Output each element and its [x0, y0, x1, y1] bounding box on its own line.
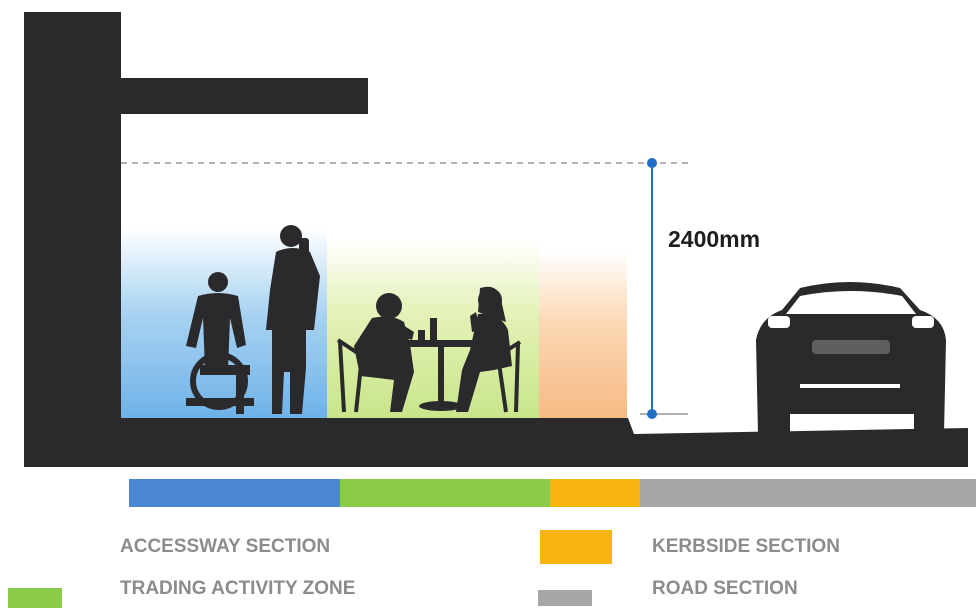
footpath-and-road	[24, 418, 968, 467]
seated-woman-icon	[456, 286, 512, 412]
legend-label-trading: TRADING ACTIVITY ZONE	[120, 578, 356, 599]
legend-label-road: ROAD SECTION	[652, 578, 798, 599]
legend-swatch-trading	[8, 588, 62, 608]
seated-man-icon	[354, 293, 414, 412]
kerbside-section-bar	[550, 479, 640, 507]
trading-zone-bar	[340, 479, 550, 507]
building-structure	[24, 12, 368, 467]
legend-label-accessway: ACCESSWAY SECTION	[120, 536, 331, 557]
kerbside-zone	[539, 250, 627, 418]
pedestrian-on-phone-icon	[266, 225, 320, 414]
legend-swatch-road	[538, 590, 592, 606]
road-section-bar	[640, 479, 976, 507]
height-dimension-label: 2400mm	[668, 226, 761, 252]
accessway-section-bar	[129, 479, 340, 507]
car-icon	[756, 282, 946, 434]
dimension-top-dot	[647, 158, 657, 168]
legend-swatch-kerbside	[540, 530, 612, 564]
dimension-bottom-dot	[647, 409, 657, 419]
wheelchair-user-icon	[186, 272, 254, 414]
legend-label-kerbside: KERBSIDE SECTION	[652, 536, 840, 557]
